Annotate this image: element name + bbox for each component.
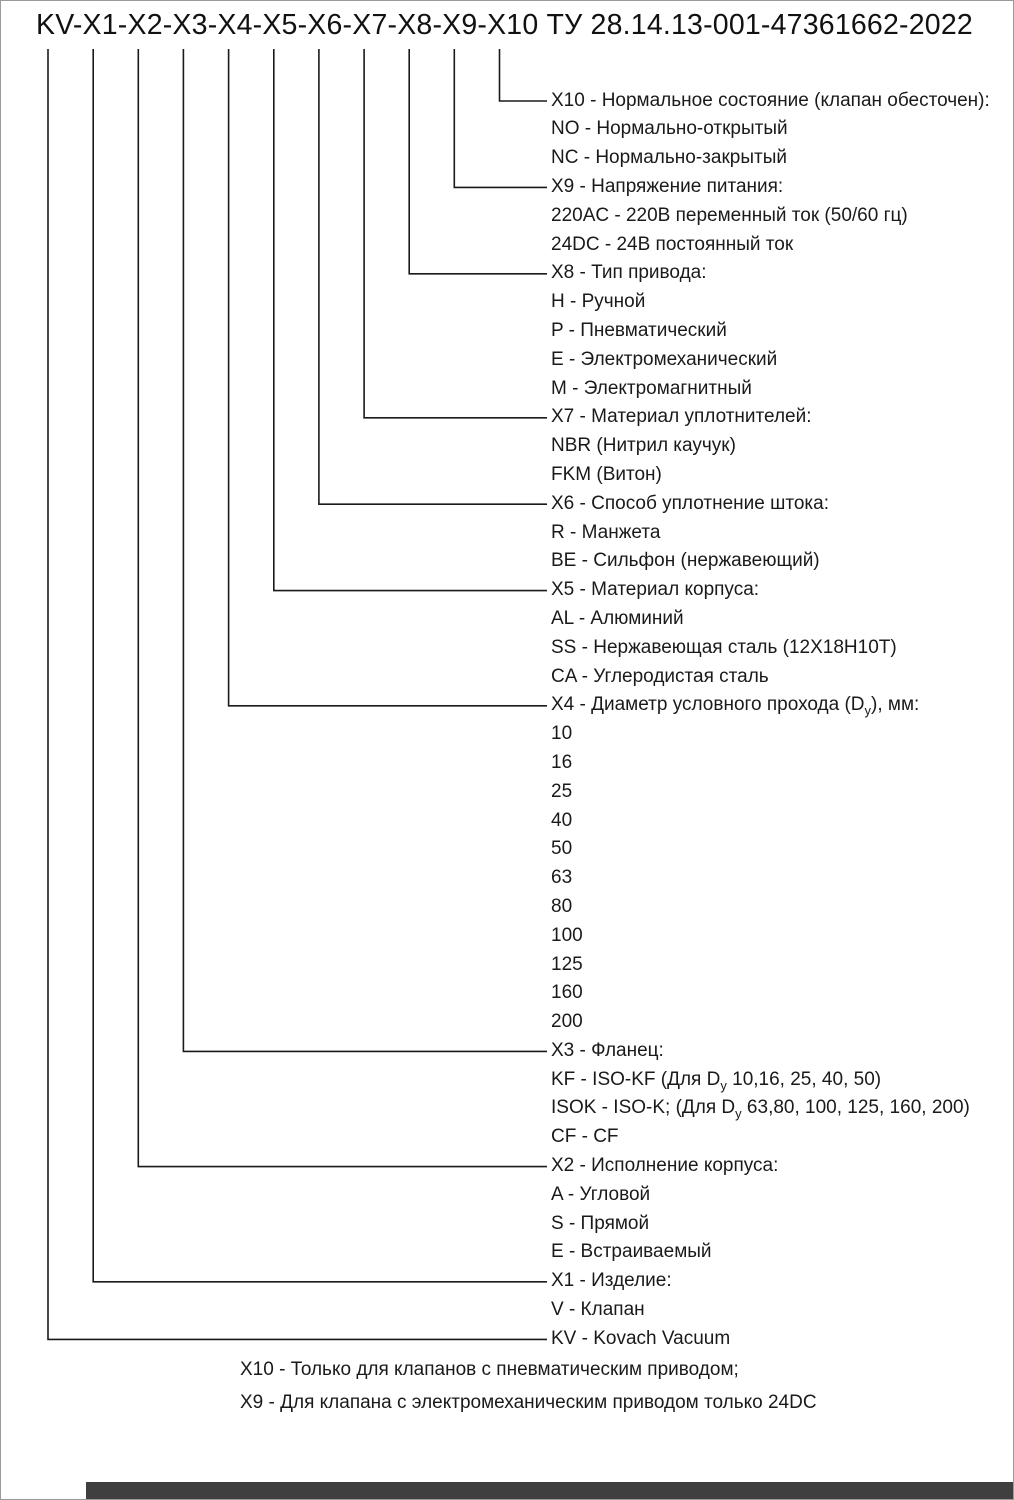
group-item: KF - ISO-KF (Для Dy 10,16, 25, 40, 50) xyxy=(551,1068,882,1093)
group-item: ISOK - ISO-K; (Для Dy 63,80, 100, 125, 1… xyxy=(551,1097,970,1122)
designation-title: KV-X1-X2-X3-X4-X5-X6-X7-X8-X9-X10 ТУ 28.… xyxy=(36,9,973,41)
group-header-x3: X3 - Фланец: xyxy=(551,1039,664,1061)
group-item: 50 xyxy=(551,838,573,860)
group-item: 10 xyxy=(551,723,573,745)
group-header-x9: X9 - Напряжение питания: xyxy=(551,175,784,197)
group-item: 220AC - 220В переменный ток (50/60 гц) xyxy=(551,204,908,226)
connector-x1 xyxy=(92,49,547,1283)
group-item: 125 xyxy=(551,953,583,975)
group-item: 25 xyxy=(551,780,573,802)
group-header-kv: KV - Kovach Vacuum xyxy=(551,1327,731,1349)
group-item: E - Электромеханический xyxy=(551,348,778,370)
group-item: H - Ручной xyxy=(551,291,646,313)
group-header-x6: X6 - Способ уплотнение штока: xyxy=(551,492,829,514)
connector-x7 xyxy=(363,49,547,419)
group-item: NO - Нормально-открытый xyxy=(551,118,788,140)
group-item: 200 xyxy=(551,1011,583,1033)
group-item: E - Встраиваемый xyxy=(551,1241,712,1263)
group-item: 100 xyxy=(551,924,583,946)
group-header-x5: X5 - Материал корпуса: xyxy=(551,579,760,601)
group-item: 63 xyxy=(551,867,573,889)
connector-x9 xyxy=(453,49,547,189)
legend-column: X10 - Нормальное состояние (клапан обест… xyxy=(551,87,1006,1354)
group-header-x10: X10 - Нормальное состояние (клапан обест… xyxy=(551,89,990,111)
connector-x2 xyxy=(137,49,547,1168)
footnote-x10: X10 - Только для клапанов с пневматическ… xyxy=(240,1359,739,1380)
group-item: AL - Алюминий xyxy=(551,607,684,629)
group-header-x2: X2 - Исполнение корпуса: xyxy=(551,1155,779,1177)
connector-x6 xyxy=(318,49,547,505)
group-item: 40 xyxy=(551,809,573,831)
group-item: P - Пневматический xyxy=(551,319,727,341)
group-item: BE - Сильфон (нержавеющий) xyxy=(551,550,820,572)
connector-x10 xyxy=(498,49,547,102)
group-item: V - Клапан xyxy=(551,1299,645,1321)
group-item: CF - CF xyxy=(551,1126,619,1148)
group-item: R - Манжета xyxy=(551,521,661,543)
group-header-x1: X1 - Изделие: xyxy=(551,1270,672,1292)
group-header-x7: X7 - Материал уплотнителей: xyxy=(551,406,812,428)
connector-x8 xyxy=(408,49,547,275)
connector-x5 xyxy=(273,49,547,592)
footnote-x9: X9 - Для клапана с электромеханическим п… xyxy=(240,1392,817,1413)
group-header-x8: X8 - Тип привода: xyxy=(551,262,707,284)
connector-kv xyxy=(47,49,547,1341)
connector-x3 xyxy=(182,49,547,1053)
group-item: SS - Нержавеющая сталь (12Х18Н10Т) xyxy=(551,636,897,658)
group-item: 16 xyxy=(551,751,573,773)
group-item: 80 xyxy=(551,895,573,917)
group-item: A - Угловой xyxy=(551,1183,651,1205)
group-header-x4: X4 - Диаметр условного прохода (Dy), мм: xyxy=(551,694,920,719)
group-item: CA - Углеродистая сталь xyxy=(551,665,769,687)
group-item: FKM (Витон) xyxy=(551,463,662,485)
group-item: NC - Нормально-закрытый xyxy=(551,147,787,169)
group-item: M - Электромагнитный xyxy=(551,377,752,399)
group-item: 24DC - 24В постоянный ток xyxy=(551,233,794,255)
connector-x4 xyxy=(227,49,547,707)
group-item: NBR (Нитрил каучук) xyxy=(551,435,736,457)
group-item: S - Прямой xyxy=(551,1212,650,1234)
group-item: 160 xyxy=(551,982,583,1004)
bottom-bar xyxy=(86,1482,1013,1499)
